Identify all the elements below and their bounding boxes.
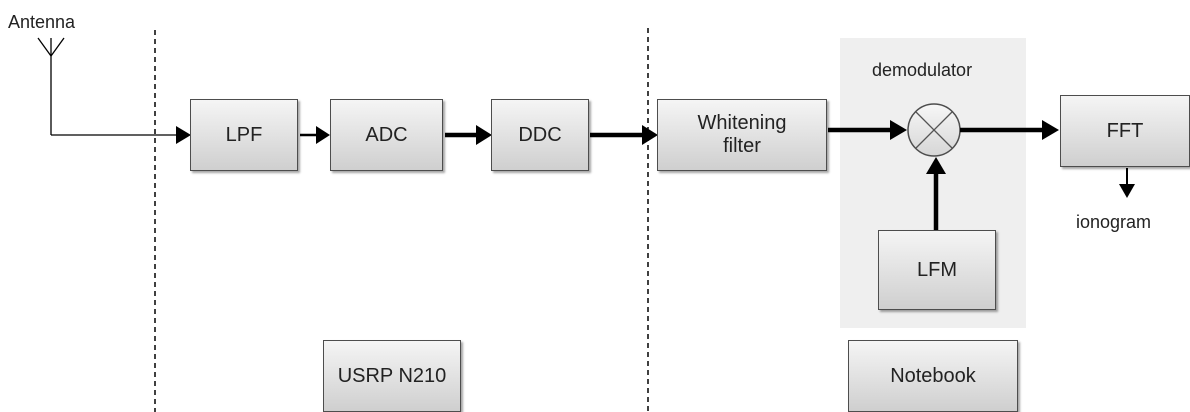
usrp-label: USRP N210: [337, 364, 447, 387]
arrowhead-ionogram: [1119, 184, 1135, 198]
ionogram-label: ionogram: [1076, 212, 1152, 232]
whitening-label-line2: filter: [723, 135, 761, 157]
arrowhead-ddc: [476, 125, 492, 145]
whitening-filter-block: Whitening filter: [657, 99, 827, 171]
usrp-group-label: USRP N210: [323, 340, 461, 412]
antenna-label: Antenna: [8, 12, 76, 32]
lpf-block: LPF: [190, 99, 298, 171]
adc-block: ADC: [330, 99, 443, 171]
arrowhead-lpf: [176, 126, 191, 144]
arrowhead-mixer-bottom: [926, 157, 946, 174]
arrowhead-whitening: [642, 125, 658, 145]
fft-label: FFT: [1106, 119, 1144, 142]
demodulator-label: demodulator: [872, 60, 973, 80]
notebook-label: Notebook: [890, 364, 976, 387]
lpf-label: LPF: [225, 123, 263, 146]
ddc-label: DDC: [518, 123, 562, 146]
antenna-icon: [37, 37, 65, 135]
lfm-block: LFM: [878, 230, 996, 310]
whitening-label-line1: Whitening: [697, 112, 787, 134]
ddc-block: DDC: [491, 99, 589, 171]
arrowhead-mixer-left: [890, 120, 907, 140]
mixer-icon: [907, 103, 961, 157]
lfm-label: LFM: [917, 258, 957, 281]
arrowhead-adc: [316, 126, 330, 144]
fft-block: FFT: [1060, 95, 1190, 167]
adc-label: ADC: [365, 123, 408, 146]
arrowhead-fft: [1042, 120, 1059, 140]
notebook-group-label: Notebook: [848, 340, 1018, 412]
